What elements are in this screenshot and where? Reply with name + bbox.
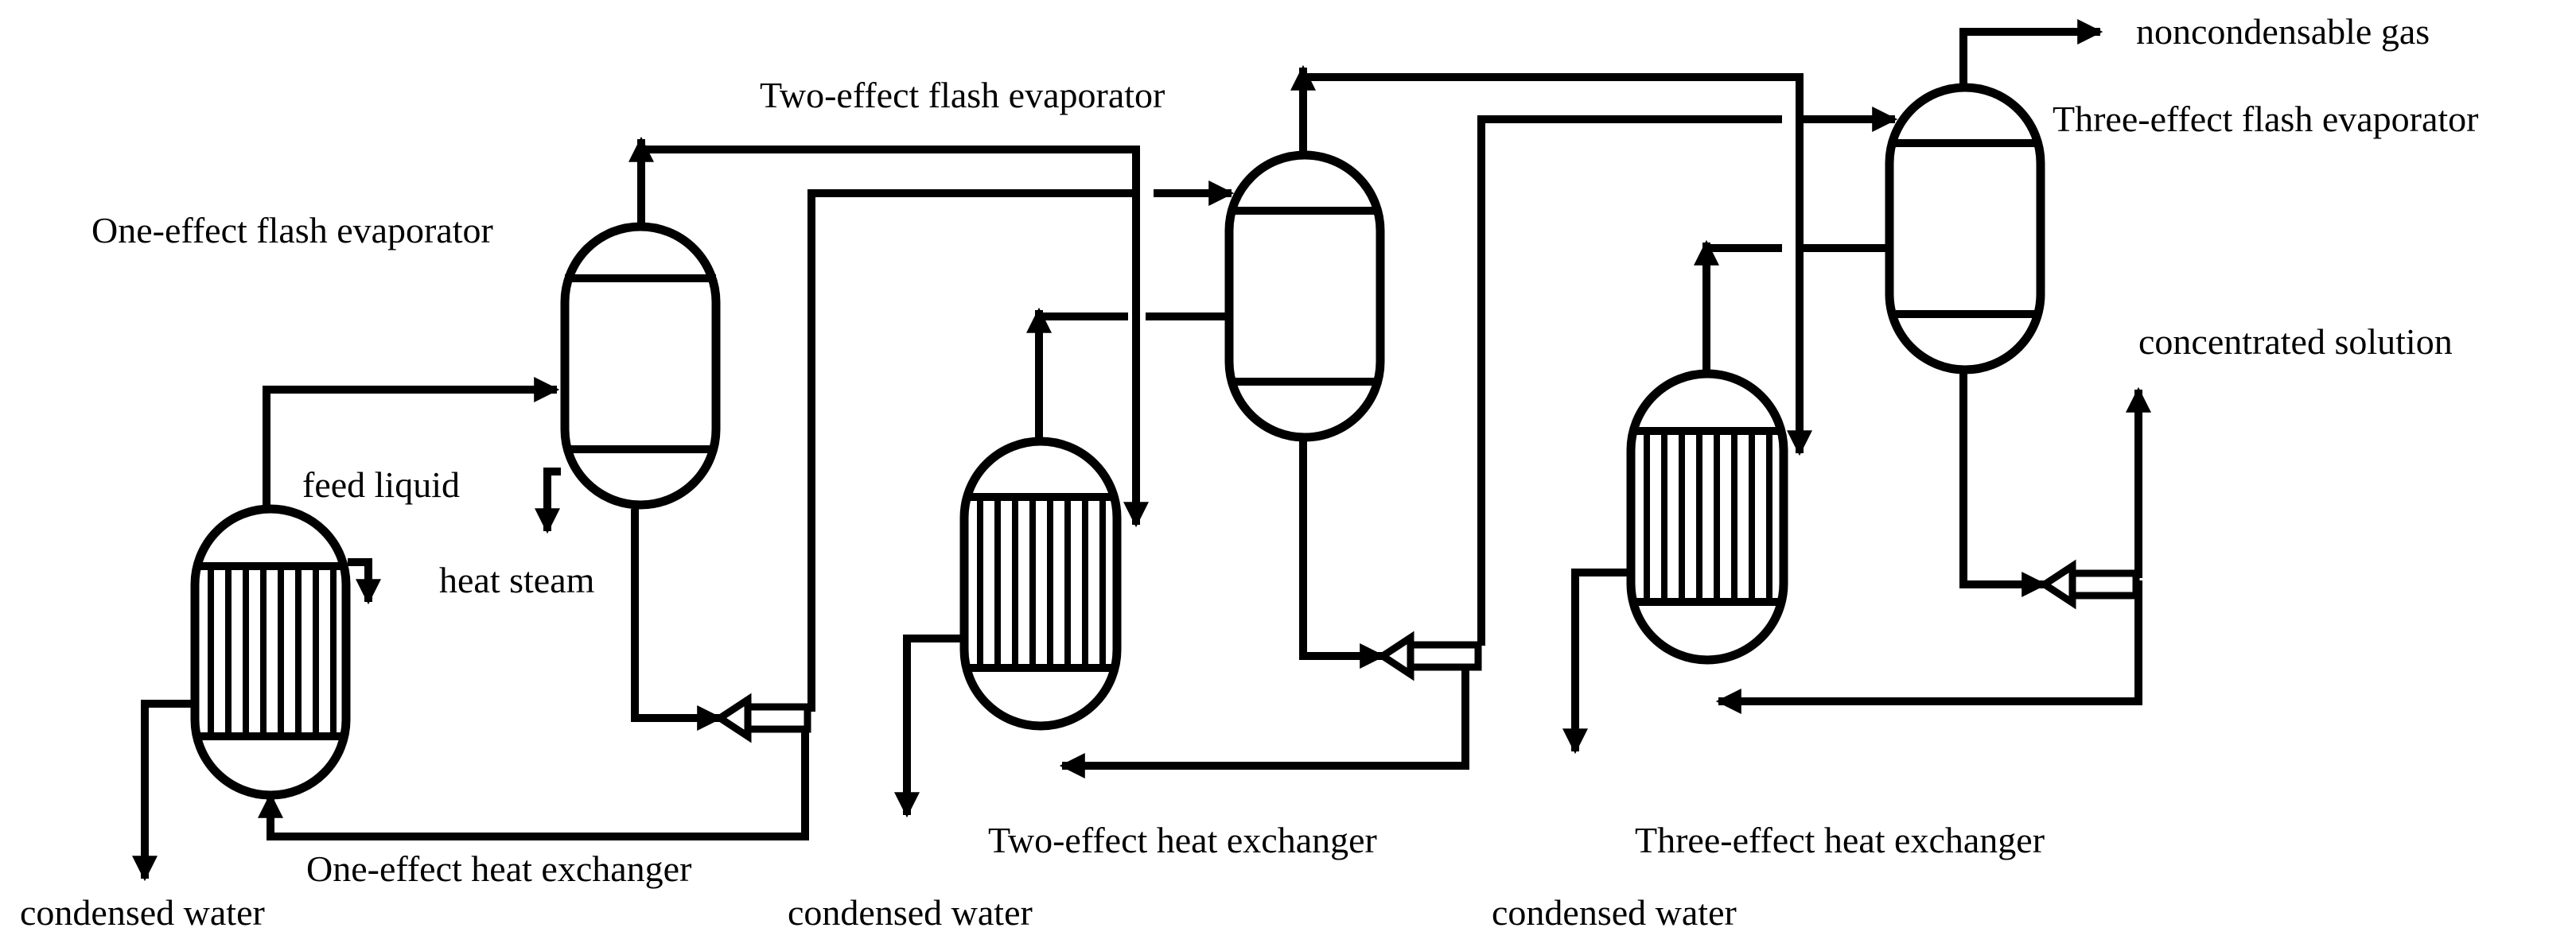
label-one-effect-flash-evaporator: One-effect flash evaporator <box>91 210 493 250</box>
tee-2 <box>1376 631 1414 681</box>
pipe-he2-to-fe2 <box>1035 312 1128 445</box>
pipe-fe2-bottom <box>1299 441 1386 670</box>
label-one-effect-heat-exchanger: One-effect heat exchanger <box>306 848 691 889</box>
label-three-effect-heat-exchanger: Three-effect heat exchanger <box>1635 820 2045 860</box>
labels: noncondensable gas Three-effect flash ev… <box>20 11 2479 933</box>
label-two-effect-flash-evaporator: Two-effect flash evaporator <box>760 75 1165 115</box>
tee-3 <box>2037 559 2076 610</box>
label-concentrated-solution: concentrated solution <box>2138 321 2453 362</box>
three-effect-heat-exchanger <box>1626 369 1788 665</box>
pipe-he3-to-fe3 <box>1702 244 1782 374</box>
label-three-effect-flash-evaporator: Three-effect flash evaporator <box>2053 99 2479 139</box>
pipe-tee1-to-fe2 <box>807 189 1138 712</box>
pipe-concentrated-out <box>2100 386 2152 578</box>
pipe-tee2-to-fe3 <box>1477 115 1782 646</box>
label-heat-steam: heat steam <box>439 560 595 600</box>
tees <box>713 559 2140 743</box>
one-effect-heat-exchanger <box>190 504 351 800</box>
piping <box>131 18 2152 882</box>
pipe-fe1-bottom <box>631 509 723 732</box>
pipe-condensate-1 <box>131 700 197 882</box>
label-condensed-water-2: condensed water <box>788 892 1033 933</box>
tee-1 <box>713 693 752 743</box>
one-effect-flash-evaporator <box>560 222 721 510</box>
pipe-condensate-3 <box>1562 569 1632 755</box>
two-effect-heat-exchanger <box>959 437 1122 731</box>
label-condensed-water-3: condensed water <box>1492 892 1737 933</box>
label-condensed-water-1: condensed water <box>20 892 265 933</box>
pipe-heat-steam-in <box>348 558 382 605</box>
label-noncondensable-gas: noncondensable gas <box>2136 11 2430 52</box>
three-effect-flash-evaporator <box>1885 83 2045 375</box>
tube-bundle <box>208 566 337 736</box>
tube-bundle <box>977 497 1106 668</box>
label-two-effect-heat-exchanger: Two-effect heat exchanger <box>988 820 1377 860</box>
pipe-feed-liquid-in <box>534 468 561 534</box>
pipe-condensate-2 <box>893 635 964 818</box>
pipe-noncondensable-out <box>1959 18 2103 87</box>
two-effect-flash-evaporator <box>1224 150 1385 442</box>
pipe-tee1-to-he1 <box>257 714 809 840</box>
pipe-fe3-bottom <box>1959 370 2048 598</box>
tube-bundle <box>1644 431 1772 602</box>
pipe-he1-to-fe1 <box>263 376 560 517</box>
label-feed-liquid: feed liquid <box>302 464 460 505</box>
